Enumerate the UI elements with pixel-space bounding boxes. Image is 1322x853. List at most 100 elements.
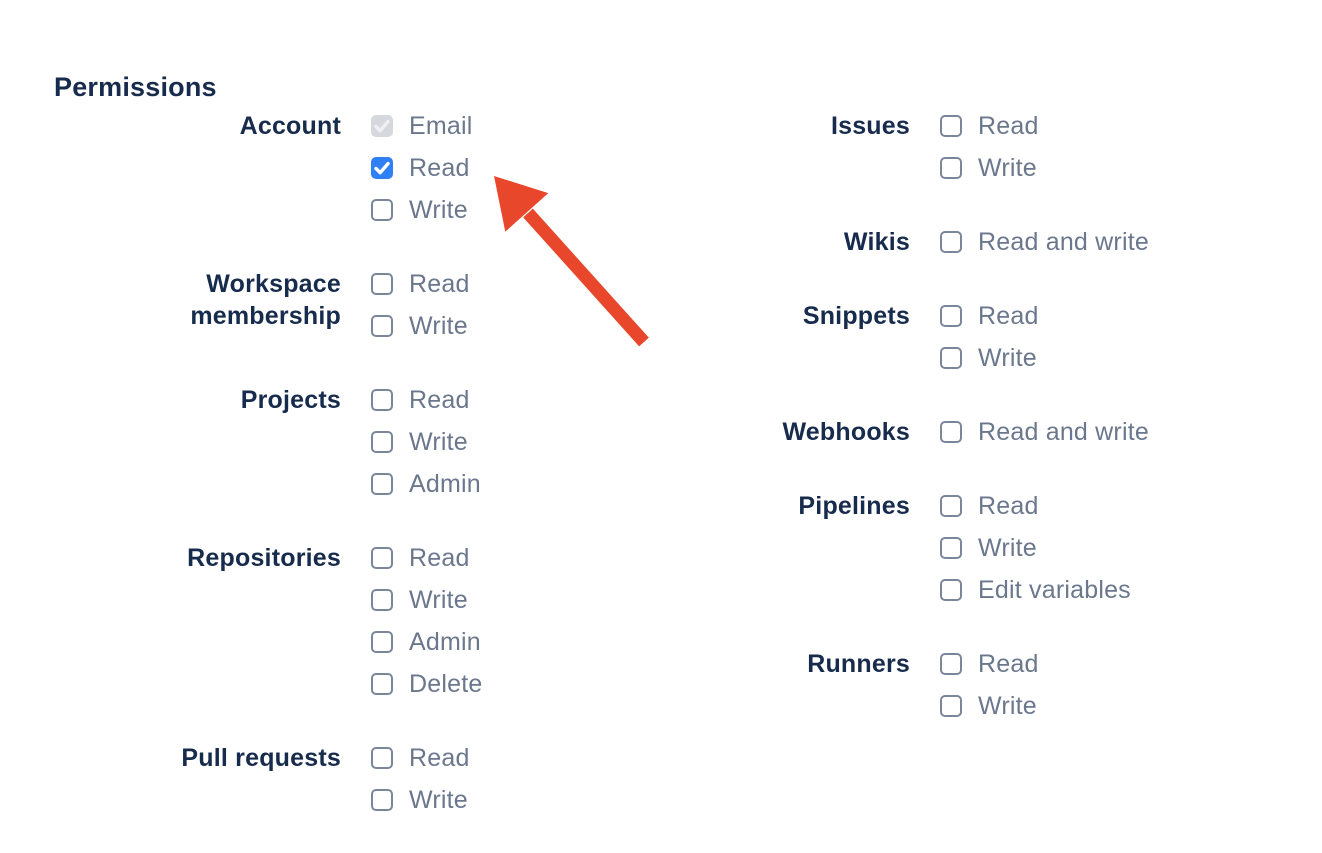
checkbox-pipelines-edit-variables[interactable]: [940, 579, 962, 601]
option-repositories-read[interactable]: Read: [371, 537, 482, 579]
checkbox-runners-read[interactable]: [940, 653, 962, 675]
checkbox-issues-read[interactable]: [940, 115, 962, 137]
group-label-wikis: Wikis: [843, 228, 910, 256]
checkbox-pull-requests-write[interactable]: [371, 789, 393, 811]
option-projects-admin[interactable]: Admin: [371, 463, 481, 505]
option-label-runners-write[interactable]: Write: [978, 691, 1037, 720]
option-issues-write[interactable]: Write: [940, 147, 1039, 189]
checkbox-snippets-read[interactable]: [940, 305, 962, 327]
checkbox-repositories-read[interactable]: [371, 547, 393, 569]
checkbox-repositories-admin[interactable]: [371, 631, 393, 653]
options-webhooks: Read and write: [940, 411, 1149, 453]
option-label-pipelines-read[interactable]: Read: [978, 491, 1039, 520]
option-repositories-admin[interactable]: Admin: [371, 621, 482, 663]
option-pipelines-read[interactable]: Read: [940, 485, 1131, 527]
option-account-email: Email: [371, 105, 473, 147]
group-label-account: Account: [239, 112, 341, 140]
option-workspace-membership-write[interactable]: Write: [371, 305, 470, 347]
checkbox-pull-requests-read[interactable]: [371, 747, 393, 769]
option-wikis-read-and-write[interactable]: Read and write: [940, 221, 1149, 263]
option-label-issues-read[interactable]: Read: [978, 111, 1039, 140]
checkbox-account-read[interactable]: [371, 157, 393, 179]
checkbox-account-write[interactable]: [371, 199, 393, 221]
checkbox-workspace-membership-read[interactable]: [371, 273, 393, 295]
option-label-pull-requests-read[interactable]: Read: [409, 743, 470, 772]
group-label-projects: Projects: [240, 386, 341, 414]
option-snippets-read[interactable]: Read: [940, 295, 1039, 337]
checkbox-issues-write[interactable]: [940, 157, 962, 179]
option-label-workspace-membership-read[interactable]: Read: [409, 269, 470, 298]
option-label-repositories-admin[interactable]: Admin: [409, 627, 481, 656]
option-issues-read[interactable]: Read: [940, 105, 1039, 147]
checkbox-repositories-write[interactable]: [371, 589, 393, 611]
option-label-workspace-membership-write[interactable]: Write: [409, 311, 468, 340]
option-label-repositories-write[interactable]: Write: [409, 585, 468, 614]
page-title: Permissions: [54, 72, 217, 103]
checkmark-icon: [374, 161, 390, 175]
option-label-pull-requests-write[interactable]: Write: [409, 785, 468, 814]
option-projects-write[interactable]: Write: [371, 421, 481, 463]
option-label-issues-write[interactable]: Write: [978, 153, 1037, 182]
option-label-projects-read[interactable]: Read: [409, 385, 470, 414]
option-pull-requests-write[interactable]: Write: [371, 779, 470, 821]
checkbox-snippets-write[interactable]: [940, 347, 962, 369]
option-account-write[interactable]: Write: [371, 189, 473, 231]
option-webhooks-read-and-write[interactable]: Read and write: [940, 411, 1149, 453]
group-label-workspace-membership: Workspace membership: [190, 270, 341, 330]
option-label-pipelines-write[interactable]: Write: [978, 533, 1037, 562]
option-label-pipelines-edit-variables[interactable]: Edit variables: [978, 575, 1131, 604]
option-label-webhooks-read-and-write[interactable]: Read and write: [978, 417, 1149, 446]
option-snippets-write[interactable]: Write: [940, 337, 1039, 379]
checkbox-repositories-delete[interactable]: [371, 673, 393, 695]
group-label-pull-requests: Pull requests: [181, 744, 341, 772]
checkbox-webhooks-read-and-write[interactable]: [940, 421, 962, 443]
option-label-repositories-read[interactable]: Read: [409, 543, 470, 572]
option-label-snippets-write[interactable]: Write: [978, 343, 1037, 372]
group-label-runners: Runners: [807, 650, 910, 678]
option-runners-write[interactable]: Write: [940, 685, 1039, 727]
option-label-runners-read[interactable]: Read: [978, 649, 1039, 678]
checkbox-projects-read[interactable]: [371, 389, 393, 411]
checkbox-projects-admin[interactable]: [371, 473, 393, 495]
checkbox-projects-write[interactable]: [371, 431, 393, 453]
checkbox-pipelines-read[interactable]: [940, 495, 962, 517]
checkmark-icon: [374, 119, 390, 133]
option-projects-read[interactable]: Read: [371, 379, 481, 421]
permission-group-wikis: Wikis Read and write: [740, 221, 1149, 263]
option-label-projects-admin[interactable]: Admin: [409, 469, 481, 498]
option-account-read[interactable]: Read: [371, 147, 473, 189]
option-label-wikis-read-and-write[interactable]: Read and write: [978, 227, 1149, 256]
option-label-account-write[interactable]: Write: [409, 195, 468, 224]
checkbox-wikis-read-and-write[interactable]: [940, 231, 962, 253]
options-wikis: Read and write: [940, 221, 1149, 263]
option-label-projects-write[interactable]: Write: [409, 427, 468, 456]
option-label-account-read[interactable]: Read: [409, 153, 470, 182]
option-label-repositories-delete[interactable]: Delete: [409, 669, 483, 698]
checkbox-pipelines-write[interactable]: [940, 537, 962, 559]
option-pipelines-write[interactable]: Write: [940, 527, 1131, 569]
option-repositories-delete[interactable]: Delete: [371, 663, 482, 705]
checkbox-workspace-membership-write[interactable]: [371, 315, 393, 337]
option-pull-requests-read[interactable]: Read: [371, 737, 470, 779]
option-pipelines-edit-variables[interactable]: Edit variables: [940, 569, 1131, 611]
checkbox-runners-write[interactable]: [940, 695, 962, 717]
option-workspace-membership-read[interactable]: Read: [371, 263, 470, 305]
option-runners-read[interactable]: Read: [940, 643, 1039, 685]
option-label-snippets-read[interactable]: Read: [978, 301, 1039, 330]
option-repositories-write[interactable]: Write: [371, 579, 482, 621]
